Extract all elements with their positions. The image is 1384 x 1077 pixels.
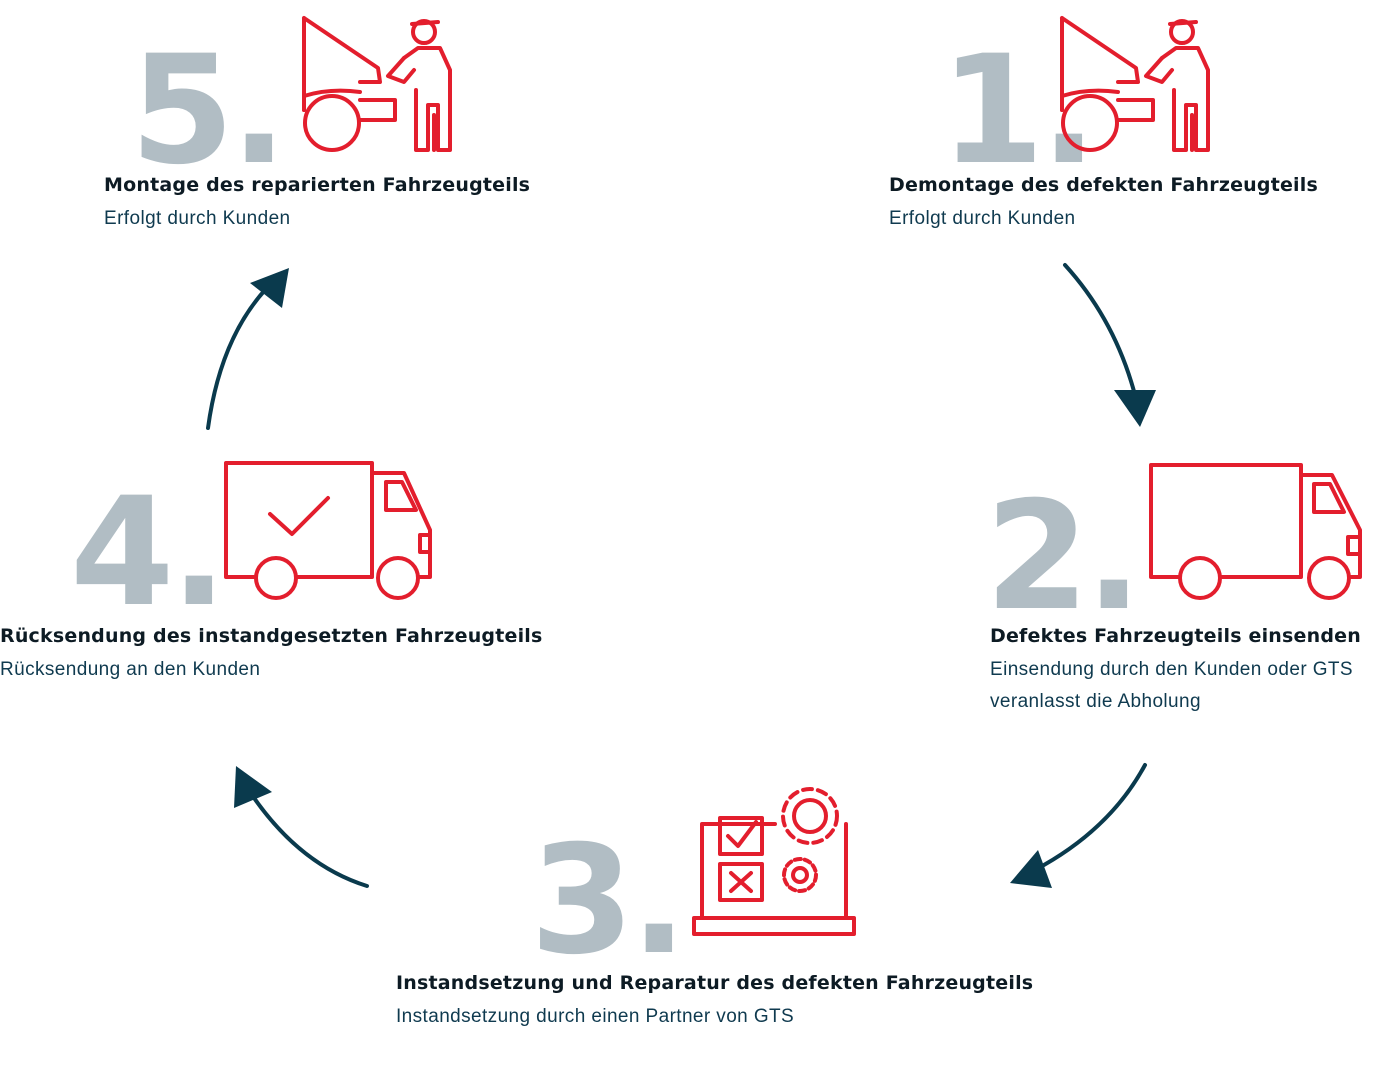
step-2-number: 2. [985, 470, 1142, 644]
arrowhead-4-to-5 [250, 268, 289, 308]
arrow-2-to-3 [1033, 763, 1147, 872]
step-4-title: Rücksendung des instandgesetzten Fahrzeu… [0, 625, 543, 647]
step-1-number: 1. [940, 24, 1097, 198]
step-3-number: 3. [530, 814, 687, 988]
arrow-1-to-2 [1063, 263, 1137, 397]
repair-checklist-gears-icon [692, 787, 856, 936]
step-5-number: 5. [130, 24, 287, 198]
step-3-description: Instandsetzung durch einen Partner von G… [396, 1006, 795, 1027]
step-1-description: Erfolgt durch Kunden [889, 208, 1076, 229]
mechanic-car-icon [1060, 16, 1210, 152]
step-5-description: Erfolgt durch Kunden [104, 208, 291, 229]
step-3-title: Instandsetzung und Reparatur des defekte… [396, 972, 1034, 994]
mechanic-car-icon [302, 16, 452, 152]
step-5-title: Montage des reparierten Fahrzeugteils [104, 174, 531, 196]
truck-checkmark-icon [224, 461, 432, 600]
arrowhead-2-to-3 [1010, 850, 1052, 888]
truck-icon [1149, 463, 1362, 600]
arrow-4-to-5 [206, 288, 267, 430]
step-2-description-line2: veranlasst die Abholung [990, 691, 1201, 712]
step-4-description: Rücksendung an den Kunden [0, 659, 261, 680]
arrow-3-to-4 [250, 793, 369, 888]
step-4-number: 4. [70, 466, 227, 640]
arrowhead-1-to-2 [1114, 390, 1156, 427]
arrowhead-3-to-4 [234, 766, 272, 808]
step-1-title: Demontage des defekten Fahrzeugteils [889, 174, 1318, 196]
step-2-title: Defektes Fahrzeugteils einsenden [990, 625, 1361, 647]
step-2-description-line1: Einsendung durch den Kunden oder GTS [990, 659, 1353, 680]
